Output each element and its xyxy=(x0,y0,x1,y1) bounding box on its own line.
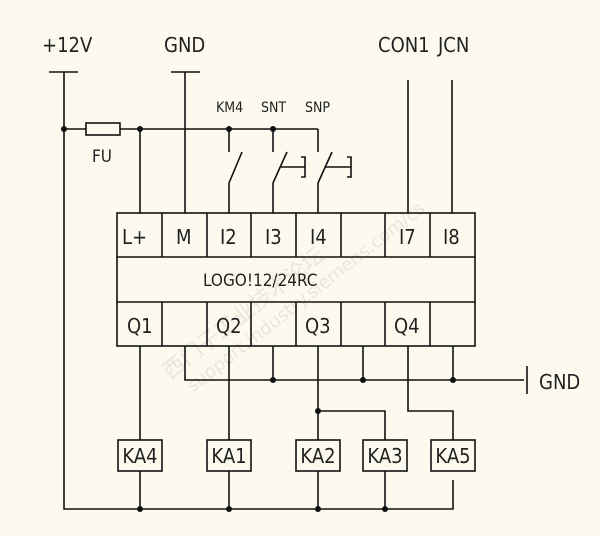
label-fuse: FU xyxy=(92,147,112,167)
terminal-q2: Q2 xyxy=(216,314,242,338)
label-km4: KM4 xyxy=(216,100,243,116)
junction-dot xyxy=(360,377,366,383)
junction-dot xyxy=(315,408,321,414)
terminal-i2: I2 xyxy=(220,225,237,249)
junction-dot xyxy=(61,126,67,132)
terminal-i7: I7 xyxy=(399,225,416,249)
relay-box xyxy=(430,439,476,472)
relay-label: KA5 xyxy=(435,444,470,468)
fuse-symbol xyxy=(85,122,121,136)
junction-dot xyxy=(450,377,456,383)
junction-dot xyxy=(382,506,388,512)
module-label: LOGO!12/24RC xyxy=(203,271,318,291)
relay-coil-ka4: KA4 xyxy=(117,439,163,472)
logo-module xyxy=(116,212,476,347)
terminal-q3: Q3 xyxy=(305,314,331,338)
q3-to-ka3-wire xyxy=(318,410,386,440)
terminal-i4: I4 xyxy=(310,225,327,249)
terminal-q1: Q1 xyxy=(127,314,153,338)
relay-label: KA1 xyxy=(211,444,246,468)
terminal-i3: I3 xyxy=(265,225,282,249)
relay-label: KA2 xyxy=(300,444,335,468)
terminal-m: M xyxy=(176,225,192,249)
label-plus12v: +12V xyxy=(42,33,93,57)
switch-snp xyxy=(317,129,352,213)
label-snp: SNP xyxy=(305,100,330,116)
terminal-q4: Q4 xyxy=(394,314,420,338)
relay-coil-ka5: KA5 xyxy=(430,439,476,472)
relay-label: KA3 xyxy=(367,444,402,468)
relay-coil-ka1: KA1 xyxy=(206,439,252,472)
junction-dot xyxy=(226,506,232,512)
label-con1: CON1 xyxy=(378,33,430,57)
label-gnd-right: GND xyxy=(539,370,580,394)
label-gnd-top: GND xyxy=(164,33,205,57)
relay-label: KA4 xyxy=(122,444,157,468)
plus12v-rail xyxy=(63,72,454,510)
switch-km4 xyxy=(228,129,243,213)
label-jcn: JCN xyxy=(437,33,469,57)
switch-snt xyxy=(272,129,306,213)
relay-coil-ka3: KA3 xyxy=(362,439,408,472)
label-snt: SNT xyxy=(261,100,286,116)
junction-dot xyxy=(315,506,321,512)
terminal-i8: I8 xyxy=(443,225,460,249)
relay-coil-ka2: KA2 xyxy=(295,439,341,472)
junction-dot xyxy=(137,506,143,512)
q4-to-ka5-wire xyxy=(407,346,454,440)
junction-dot xyxy=(270,377,276,383)
gnd-common-bus xyxy=(184,346,524,381)
terminal-lplus: L+ xyxy=(122,225,147,249)
